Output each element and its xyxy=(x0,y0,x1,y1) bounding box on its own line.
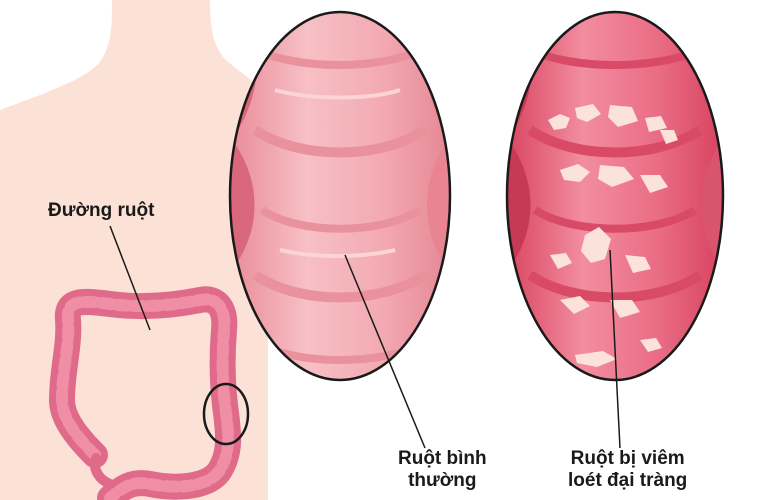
normal-leader-line xyxy=(344,254,426,449)
normal-colon-label: Ruột bình thường xyxy=(398,448,487,492)
colitis-label-line2: loét đại tràng xyxy=(568,470,688,491)
normal-colon-label-line1: Ruột bình xyxy=(398,448,487,469)
colitis-colon-magnified xyxy=(505,10,725,382)
colitis-label-line1: Ruột bị viêm xyxy=(570,448,685,469)
colon-label: Đường ruột xyxy=(48,200,154,222)
ulcer-patches xyxy=(548,104,678,367)
colon-label-text: Đường ruột xyxy=(48,200,155,221)
colon-leader-line xyxy=(109,225,151,331)
colon-organ xyxy=(48,286,242,500)
colitis-leader-line xyxy=(609,249,621,449)
normal-colon-magnified xyxy=(228,10,452,382)
normal-colon-label-line2: thường xyxy=(408,470,477,491)
colitis-label: Ruột bị viêm loét đại tràng xyxy=(568,448,687,492)
colon-highlight-circle xyxy=(202,382,250,446)
